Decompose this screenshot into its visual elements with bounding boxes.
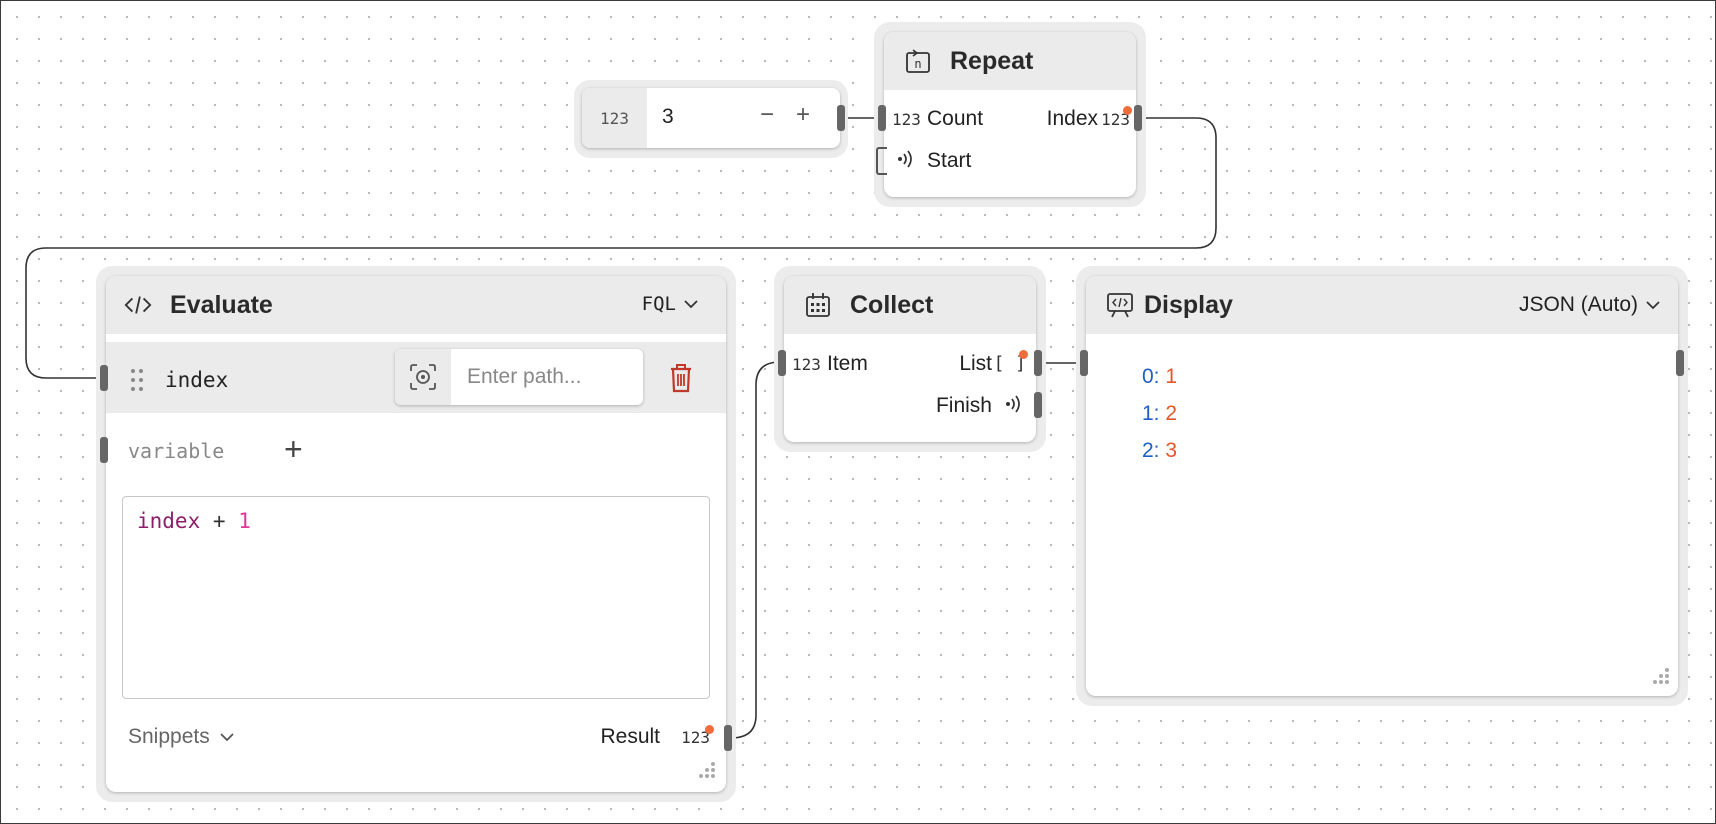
index-variable-input-port[interactable] (100, 365, 108, 391)
collect-node: Collect 123 Item List [ ] Finish (778, 276, 1042, 442)
index-label: Index (1046, 107, 1098, 130)
number-type-label: 123 (600, 108, 629, 128)
json-view: 0: 1 1: 2 2: 3 (1142, 358, 1177, 469)
json-key: 1: (1142, 402, 1160, 425)
display-output-port[interactable] (1676, 350, 1684, 376)
resize-handle-icon[interactable] (696, 759, 716, 784)
index-activity-dot (1123, 106, 1132, 115)
result-activity-dot (705, 725, 714, 734)
code-identifier: index (137, 509, 201, 533)
collect-icon (804, 291, 832, 319)
list-label: List (959, 352, 992, 375)
result-output-port[interactable] (724, 725, 732, 751)
display-node: Display JSON (Auto) 0: 1 1: 2 2: 3 (1080, 276, 1684, 696)
drag-handle-icon[interactable] (130, 367, 144, 398)
item-label: Item (827, 352, 868, 375)
code-line: index + 1 (137, 509, 251, 533)
finish-output-port[interactable] (1034, 392, 1042, 418)
number-output-port[interactable] (837, 105, 845, 131)
index-output-port[interactable] (1134, 105, 1142, 131)
snippets-label: Snippets (128, 725, 210, 748)
format-select[interactable]: JSON (Auto) (1519, 293, 1660, 317)
repeat-header[interactable]: n Repeat (884, 32, 1136, 90)
trash-icon[interactable] (669, 363, 693, 398)
json-value: 3 (1165, 439, 1178, 462)
chevron-down-icon (1646, 301, 1660, 310)
result-type-label: 123 (681, 728, 710, 747)
language-select-value: FQL (641, 293, 676, 315)
repeat-icon: n (904, 47, 932, 75)
signal-icon (1004, 393, 1024, 420)
count-input-port[interactable] (878, 105, 886, 131)
code-editor[interactable]: index + 1 (122, 496, 710, 699)
code-icon (124, 291, 152, 319)
item-type-label: 123 (792, 355, 821, 374)
count-label: Count (927, 107, 984, 130)
repeat-node: n Repeat 123 Count Index 123 Start (876, 32, 1142, 197)
code-literal: 1 (238, 509, 251, 533)
display-icon (1106, 291, 1134, 319)
target-icon[interactable] (395, 349, 451, 405)
list-output-port[interactable] (1034, 350, 1042, 376)
count-type-label: 123 (892, 110, 921, 129)
display-header[interactable]: Display (1086, 276, 1678, 334)
new-variable-input-port[interactable] (100, 437, 108, 463)
json-entry: 0: 1 (1142, 358, 1177, 395)
item-input-port[interactable] (778, 350, 786, 376)
list-activity-dot (1019, 350, 1028, 359)
add-variable-button[interactable]: + (284, 431, 303, 467)
path-field: Enter path... (395, 349, 643, 405)
json-entry: 1: 2 (1142, 395, 1177, 432)
display-input-port[interactable] (1080, 350, 1088, 376)
start-label: Start (927, 149, 972, 172)
json-value: 1 (1165, 365, 1178, 388)
evaluate-node: Evaluate FQL index Enter path... variabl… (100, 276, 732, 792)
wire-result-to-item (730, 361, 781, 739)
format-select-value: JSON (Auto) (1518, 293, 1638, 316)
chevron-down-icon (220, 733, 234, 742)
json-entry: 2: 3 (1142, 432, 1177, 469)
number-value-input[interactable]: 3 (662, 105, 674, 128)
evaluate-title: Evaluate (170, 290, 273, 319)
increment-button[interactable]: + (796, 101, 811, 128)
number-node: 123 3 − + (582, 88, 845, 148)
decrement-button[interactable]: − (760, 101, 775, 128)
path-input[interactable]: Enter path... (467, 365, 582, 388)
signal-icon (896, 148, 916, 175)
language-select[interactable]: FQL (642, 293, 698, 315)
resize-handle-icon[interactable] (1650, 665, 1670, 690)
variable-name[interactable]: index (165, 368, 229, 392)
finish-label: Finish (935, 394, 992, 417)
json-key: 2: (1142, 439, 1160, 462)
index-type-label: 123 (1101, 110, 1130, 129)
display-title: Display (1144, 290, 1233, 319)
start-input-port[interactable] (876, 147, 887, 175)
new-variable-input[interactable]: variable (128, 439, 225, 463)
svg-text:n: n (914, 57, 921, 71)
json-value: 2 (1165, 402, 1178, 425)
result-label: Result (600, 725, 660, 748)
evaluate-header[interactable]: Evaluate (106, 276, 726, 334)
collect-title: Collect (850, 290, 934, 319)
wire-index-to-evaluate (25, 117, 1217, 379)
json-key: 0: (1142, 365, 1160, 388)
repeat-title: Repeat (950, 46, 1034, 75)
collect-header[interactable]: Collect (784, 276, 1036, 334)
chevron-down-icon (684, 300, 698, 309)
snippets-dropdown[interactable]: Snippets (128, 725, 234, 749)
list-type-label: [ ] (993, 353, 1026, 374)
code-operator: + (212, 509, 226, 533)
